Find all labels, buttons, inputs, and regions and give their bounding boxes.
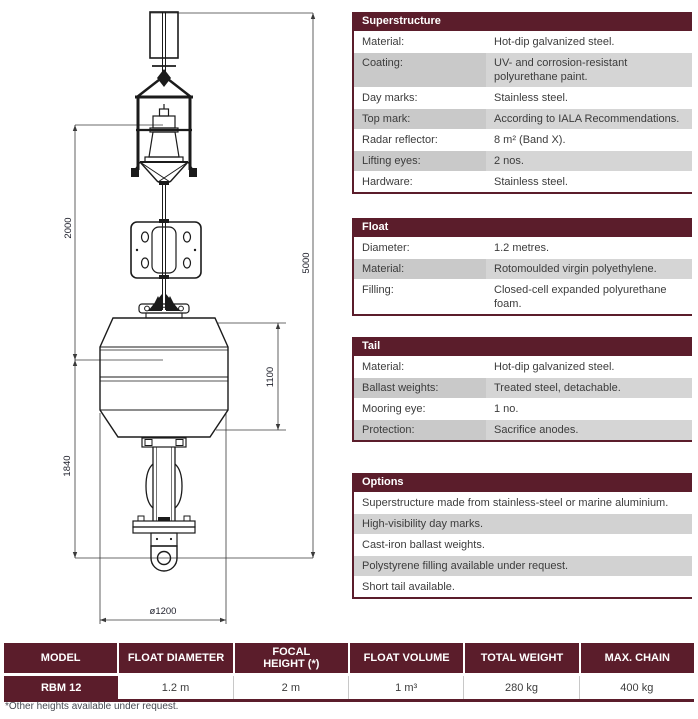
buoy-technical-drawing: 2000 1840 5000 1100 ø1200 bbox=[62, 11, 316, 624]
footnote: *Other heights available under request. bbox=[5, 701, 179, 712]
lantern-cage bbox=[131, 75, 197, 185]
summary-value-cell: 400 kg bbox=[578, 676, 694, 699]
row-label: Coating: bbox=[354, 53, 486, 87]
row-value: Sacrifice anodes. bbox=[486, 420, 692, 440]
summary-header-row: MODEL FLOAT DIAMETER FOCAL HEIGHT (*) FL… bbox=[4, 643, 694, 673]
row-value: Hot-dip galvanized steel. bbox=[494, 361, 615, 373]
summary-header-cell: MODEL bbox=[4, 643, 118, 673]
table-row: Ballast weights: Treated steel, detachab… bbox=[354, 377, 692, 398]
row-value: Closed-cell expanded polyurethane foam. bbox=[494, 284, 667, 310]
options-table: Options Superstructure made from stainle… bbox=[352, 473, 692, 599]
row-label: Ballast weights: bbox=[354, 378, 486, 398]
superstructure-table: Superstructure Material: Hot-dip galvani… bbox=[352, 12, 692, 194]
table-row: Filling: Closed-cell expanded polyuretha… bbox=[354, 279, 692, 314]
option-item: Superstructure made from stainless-steel… bbox=[354, 492, 692, 513]
day-mark-plate bbox=[130, 219, 202, 279]
top-mark bbox=[149, 11, 179, 87]
mooring-eye bbox=[150, 545, 178, 572]
table-row: Hardware: Stainless steel. bbox=[354, 171, 692, 192]
row-value: Treated steel, detachable. bbox=[486, 378, 692, 398]
row-label: Top mark: bbox=[354, 109, 486, 129]
table-title: Superstructure bbox=[354, 12, 692, 31]
summary-header-cell: FLOAT VOLUME bbox=[347, 643, 464, 673]
option-item: Polystyrene filling available under requ… bbox=[354, 555, 692, 576]
summary-header-cell: FLOAT DIAMETER bbox=[117, 643, 233, 673]
table-row: Material: Hot-dip galvanized steel. bbox=[354, 356, 692, 377]
summary-value-cell: 1 m³ bbox=[347, 676, 464, 699]
summary-header-cell: FOCAL HEIGHT (*) bbox=[232, 643, 348, 673]
row-value: UV- and corrosion-resistant polyurethane… bbox=[486, 53, 692, 87]
dim-float-height: 1100 bbox=[265, 367, 276, 387]
row-value: According to IALA Recommendations. bbox=[486, 109, 692, 129]
float-table: Float Diameter: 1.2 metres. Material: Ro… bbox=[352, 218, 692, 316]
summary-value-cell: 1.2 m bbox=[118, 676, 233, 699]
float-flange bbox=[138, 294, 190, 319]
option-item: Short tail available. bbox=[354, 576, 692, 597]
table-row: Protection: Sacrifice anodes. bbox=[354, 419, 692, 440]
option-item: High-visibility day marks. bbox=[354, 513, 692, 534]
table-row: Coating: UV- and corrosion-resistant pol… bbox=[354, 52, 692, 87]
summary-value-cell: 2 m bbox=[232, 676, 348, 699]
row-label: Mooring eye: bbox=[362, 403, 426, 415]
summary-model-cell: RBM 12 bbox=[4, 676, 119, 699]
row-value: 2 nos. bbox=[486, 151, 692, 171]
row-value: Rotomoulded virgin polyethylene. bbox=[486, 259, 692, 279]
table-title: Options bbox=[354, 473, 692, 492]
model-summary-table: MODEL FLOAT DIAMETER FOCAL HEIGHT (*) FL… bbox=[4, 643, 694, 702]
dim-tail-length: 1840 bbox=[62, 455, 73, 476]
option-item: Cast-iron ballast weights. bbox=[354, 534, 692, 555]
row-label: Radar reflector: bbox=[362, 134, 438, 146]
row-label: Material: bbox=[362, 36, 405, 48]
summary-header-cell: TOTAL WEIGHT bbox=[463, 643, 579, 673]
row-value: 8 m² (Band X). bbox=[494, 134, 566, 146]
float-body bbox=[99, 317, 229, 438]
dim-focal-height: 2000 bbox=[63, 217, 74, 238]
dim-total-height: 5000 bbox=[301, 252, 312, 273]
row-value: Stainless steel. bbox=[494, 176, 568, 188]
summary-value-cell: 280 kg bbox=[463, 676, 579, 699]
row-label: Hardware: bbox=[362, 176, 413, 188]
row-value: Hot-dip galvanized steel. bbox=[494, 36, 615, 48]
row-label: Protection: bbox=[354, 420, 486, 440]
table-title: Float bbox=[354, 218, 692, 237]
table-row: Diameter: 1.2 metres. bbox=[354, 237, 692, 258]
row-value: 1 no. bbox=[494, 403, 519, 415]
tail-assembly bbox=[132, 437, 196, 547]
table-row: Mooring eye: 1 no. bbox=[354, 398, 692, 419]
table-title: Tail bbox=[354, 337, 692, 356]
row-label: Diameter: bbox=[362, 242, 410, 254]
dim-float-diameter: ø1200 bbox=[150, 606, 177, 617]
row-label: Material: bbox=[354, 259, 486, 279]
table-row: Top mark: According to IALA Recommendati… bbox=[354, 108, 692, 129]
row-value: Stainless steel. bbox=[494, 92, 568, 104]
row-value: 1.2 metres. bbox=[494, 242, 550, 254]
row-label: Material: bbox=[362, 361, 405, 373]
table-row: Lifting eyes: 2 nos. bbox=[354, 150, 692, 171]
table-row: Material: Hot-dip galvanized steel. bbox=[354, 31, 692, 52]
summary-data-row: RBM 12 1.2 m 2 m 1 m³ 280 kg 400 kg bbox=[4, 676, 694, 702]
tail-table: Tail Material: Hot-dip galvanized steel.… bbox=[352, 337, 692, 442]
row-label: Lifting eyes: bbox=[354, 151, 486, 171]
dimension-annotations: 2000 1840 5000 1100 ø1200 bbox=[62, 12, 316, 624]
table-row: Day marks: Stainless steel. bbox=[354, 87, 692, 108]
table-row: Material: Rotomoulded virgin polyethylen… bbox=[354, 258, 692, 279]
summary-header-cell: MAX. CHAIN bbox=[578, 643, 694, 673]
table-row: Radar reflector: 8 m² (Band X). bbox=[354, 129, 692, 150]
row-label: Day marks: bbox=[362, 92, 418, 104]
row-label: Filling: bbox=[362, 284, 394, 296]
lantern bbox=[144, 104, 184, 163]
